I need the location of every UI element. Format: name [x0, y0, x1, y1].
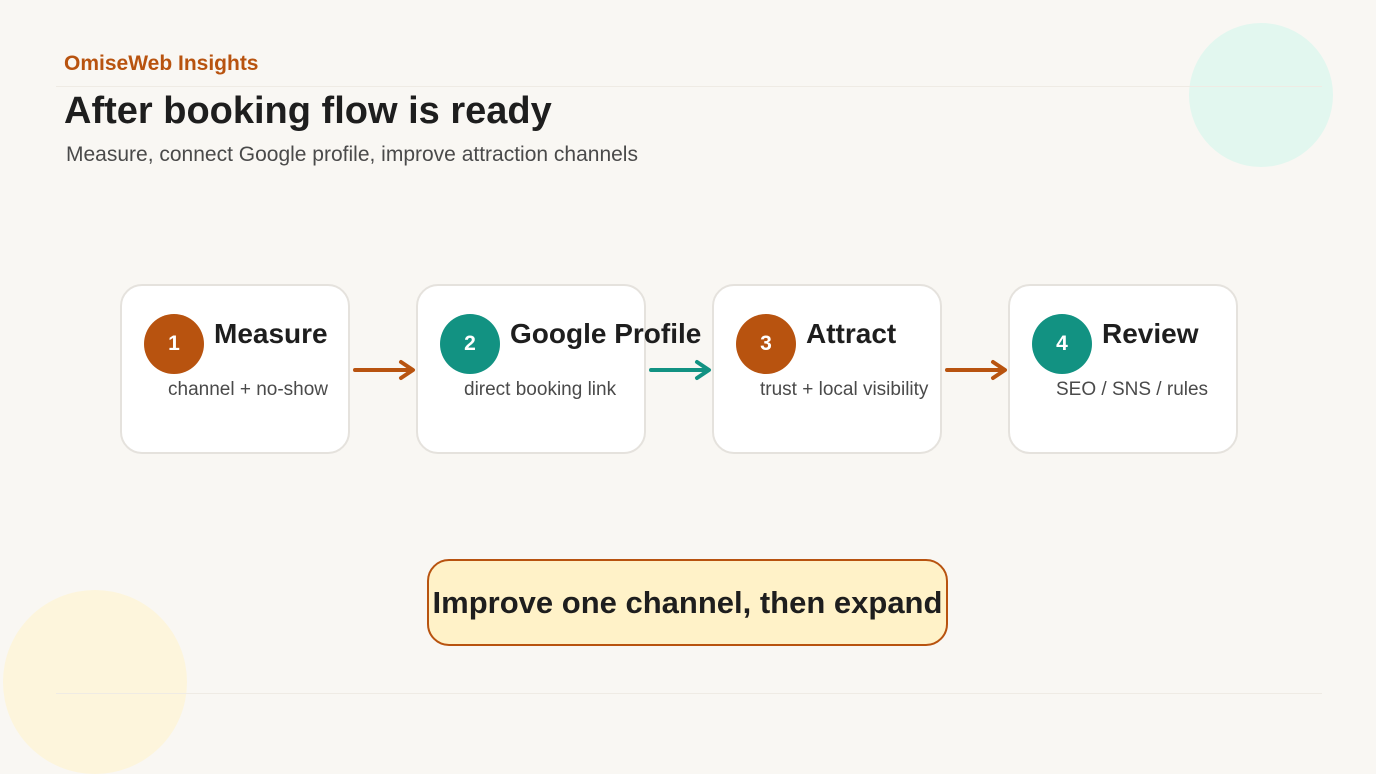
page-title: After booking flow is ready	[64, 90, 552, 132]
footer-divider	[56, 693, 1322, 694]
step-number-badge: 1	[144, 314, 204, 374]
page-subtitle: Measure, connect Google profile, improve…	[66, 143, 638, 166]
step-title: Measure	[214, 318, 328, 349]
step-number-badge: 3	[736, 314, 796, 374]
step-card-attract: 3 Attract trust + local visibility	[712, 284, 942, 454]
key-takeaway-callout: Improve one channel, then expand	[427, 559, 948, 646]
step-description: trust + local visibility	[760, 379, 929, 400]
step-description: direct booking link	[464, 379, 617, 400]
header-divider	[56, 86, 1322, 87]
callout-text: Improve one channel, then expand	[432, 584, 943, 620]
step-card-google-profile: 2 Google Profile direct booking link	[416, 284, 701, 454]
brand-label: OmiseWeb Insights	[64, 52, 259, 75]
flow-arrow-3-to-4	[945, 360, 1007, 380]
step-title: Attract	[806, 318, 897, 349]
step-number-badge: 2	[440, 314, 500, 374]
step-description: channel + no-show	[168, 379, 329, 400]
step-description: SEO / SNS / rules	[1056, 379, 1209, 400]
decorative-circle-teal	[1189, 23, 1333, 167]
decorative-circle-yellow	[3, 590, 187, 774]
step-title: Google Profile	[510, 318, 702, 349]
step-number-badge: 4	[1032, 314, 1092, 374]
step-card-review: 4 Review SEO / SNS / rules	[1008, 284, 1238, 454]
step-title: Review	[1102, 318, 1199, 349]
flow-arrow-2-to-3	[649, 360, 711, 380]
flow-arrow-1-to-2	[353, 360, 415, 380]
step-card-measure: 1 Measure channel + no-show	[120, 284, 350, 454]
